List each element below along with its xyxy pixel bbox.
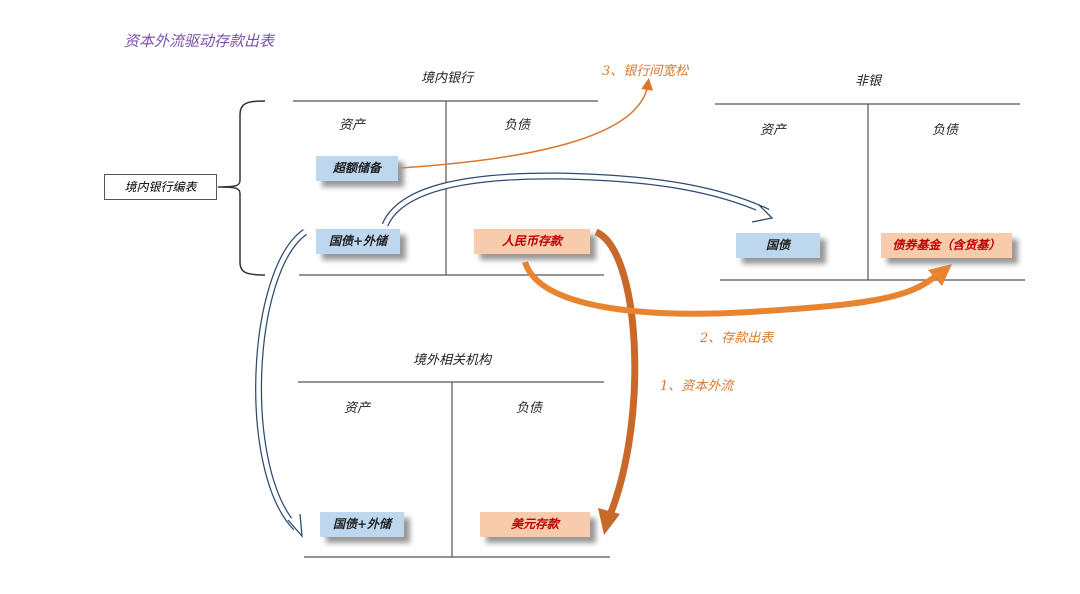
side-label-box: 境内银行编表 — [104, 174, 217, 200]
diagram-title: 资本外流驱动存款出表 — [124, 32, 275, 50]
arrow-capital-outflow — [594, 228, 639, 522]
nonbank-bonds-box: 国债 — [736, 233, 820, 258]
rmb-deposit-box: 人民币存款 — [474, 229, 590, 254]
overseas-t-account — [298, 381, 610, 558]
arrow-interbank-easing — [399, 78, 654, 169]
excess-reserve-box: 超额储备 — [316, 156, 398, 181]
nonbank-t-account — [715, 103, 1025, 281]
step3-label: 3、银行间宽松 — [602, 64, 689, 79]
step1-label: 1、资本外流 — [660, 379, 734, 394]
overseas-bonds-fx-box: 国债+外储 — [320, 512, 404, 537]
overseas-assets-header: 资产 — [343, 401, 371, 416]
arrow-bonds-to-overseas — [255, 229, 308, 531]
overseas-liabilities-header: 负债 — [515, 401, 543, 416]
nonbank-assets-header: 资产 — [759, 123, 787, 138]
domestic-liabilities-header: 负债 — [503, 118, 531, 133]
usd-deposit-box: 美元存款 — [480, 512, 590, 537]
overseas-title: 境外相关机构 — [412, 353, 492, 368]
brace — [217, 100, 266, 276]
bond-fund-box: 债券基金（含货基） — [881, 233, 1012, 258]
domestic-assets-header: 资产 — [338, 118, 366, 133]
arrow-bonds-to-nonbank — [381, 172, 770, 227]
nonbank-liabilities-header: 负债 — [931, 123, 959, 138]
step2-label: 2、存款出表 — [700, 331, 774, 346]
domestic-bonds-fx-box: 国债+外储 — [316, 229, 400, 254]
domestic-bank-title: 境内银行 — [420, 71, 474, 86]
nonbank-title: 非银 — [854, 74, 882, 89]
arrow-deposit-offbalance — [522, 260, 941, 317]
